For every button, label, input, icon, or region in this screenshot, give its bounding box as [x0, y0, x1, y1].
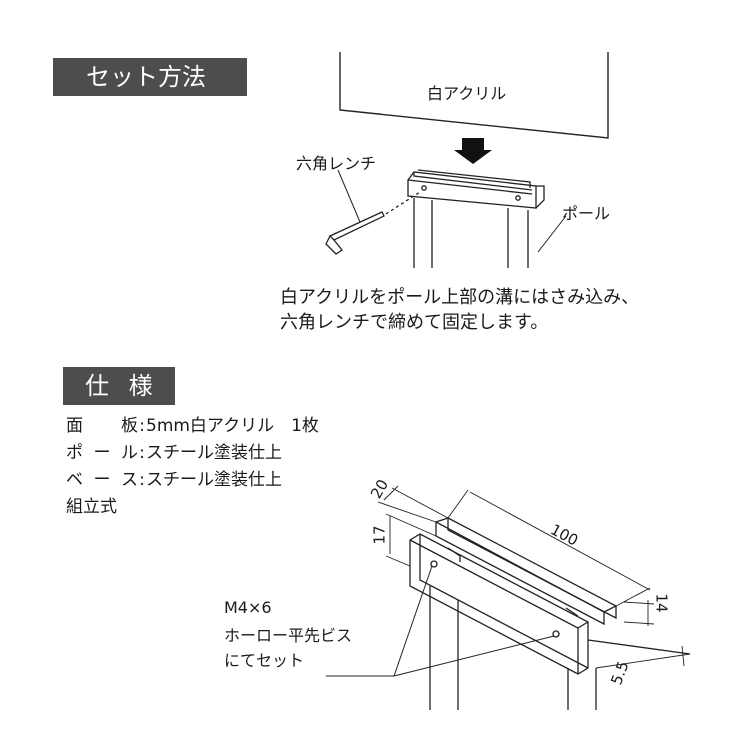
instruction-line-1: 白アクリルをポール上部の溝にはさみ込み、: [280, 287, 640, 308]
bracket-detail: [409, 517, 691, 710]
dimension-lines: [377, 485, 691, 669]
spec-key: 面 板: [66, 416, 138, 436]
acrylic-panel: [339, 52, 609, 139]
acrylic-label: 白アクリル: [427, 84, 507, 103]
wrench-label: 六角レンチ: [296, 154, 377, 173]
spec-value: スチール塗装仕上: [146, 443, 282, 463]
setup-heading: セット方法: [53, 58, 247, 96]
screw-line-2: ホーロー平先ビス: [224, 626, 353, 645]
spec-row-pole: ポ ー ル:スチール塗装仕上: [66, 440, 282, 467]
instruction-line-2: 六角レンチで締めて固定します。: [280, 312, 549, 333]
screw-line-3: にてセット: [224, 651, 305, 670]
down-arrow-icon: [454, 138, 492, 164]
dim-14: 14: [652, 593, 671, 613]
spec-heading: 仕 様: [63, 367, 175, 405]
pole-bracket: [407, 169, 545, 268]
spec-key: ベ ー ス: [66, 470, 138, 490]
spec-row-panel: 面 板:5mm白アクリル 1枚: [66, 413, 319, 440]
spec-value: スチール塗装仕上: [146, 470, 282, 490]
dim-17: 17: [370, 525, 389, 545]
pole-label: ポール: [562, 204, 611, 223]
spec-assembly: 組立式: [66, 497, 117, 517]
spec-value: 5mm白アクリル 1枚: [146, 416, 319, 436]
spec-key: ポ ー ル: [66, 443, 138, 463]
hex-wrench-icon: [325, 191, 421, 255]
screw-line-1: M4×6: [224, 598, 272, 617]
spec-colon: :: [139, 470, 145, 490]
spec-row-base: ベ ー ス:スチール塗装仕上: [66, 467, 282, 494]
spec-colon: :: [139, 416, 145, 436]
spec-colon: :: [139, 443, 145, 463]
